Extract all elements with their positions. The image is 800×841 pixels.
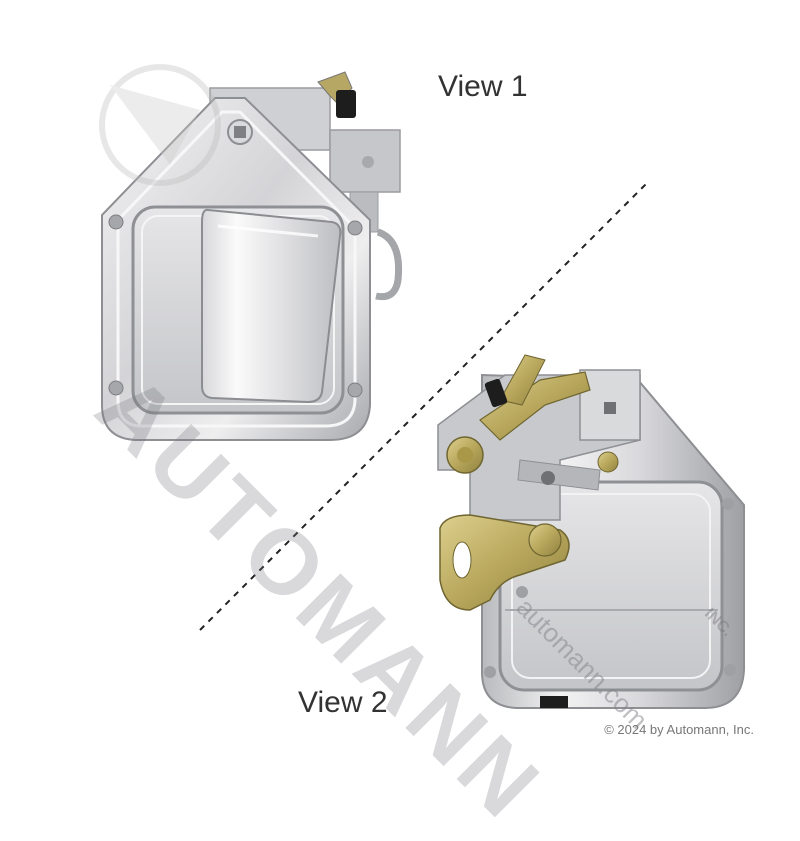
view2-latch-back <box>437 354 745 709</box>
view-divider <box>199 181 649 631</box>
product-image <box>99 64 745 709</box>
copyright-notice: © 2024 by Automann, Inc. <box>604 722 754 737</box>
view1-latch-front <box>101 71 403 441</box>
watermark-logo <box>99 64 221 186</box>
view2-label: View 2 <box>298 686 388 719</box>
view1-label: View 1 <box>438 70 528 103</box>
